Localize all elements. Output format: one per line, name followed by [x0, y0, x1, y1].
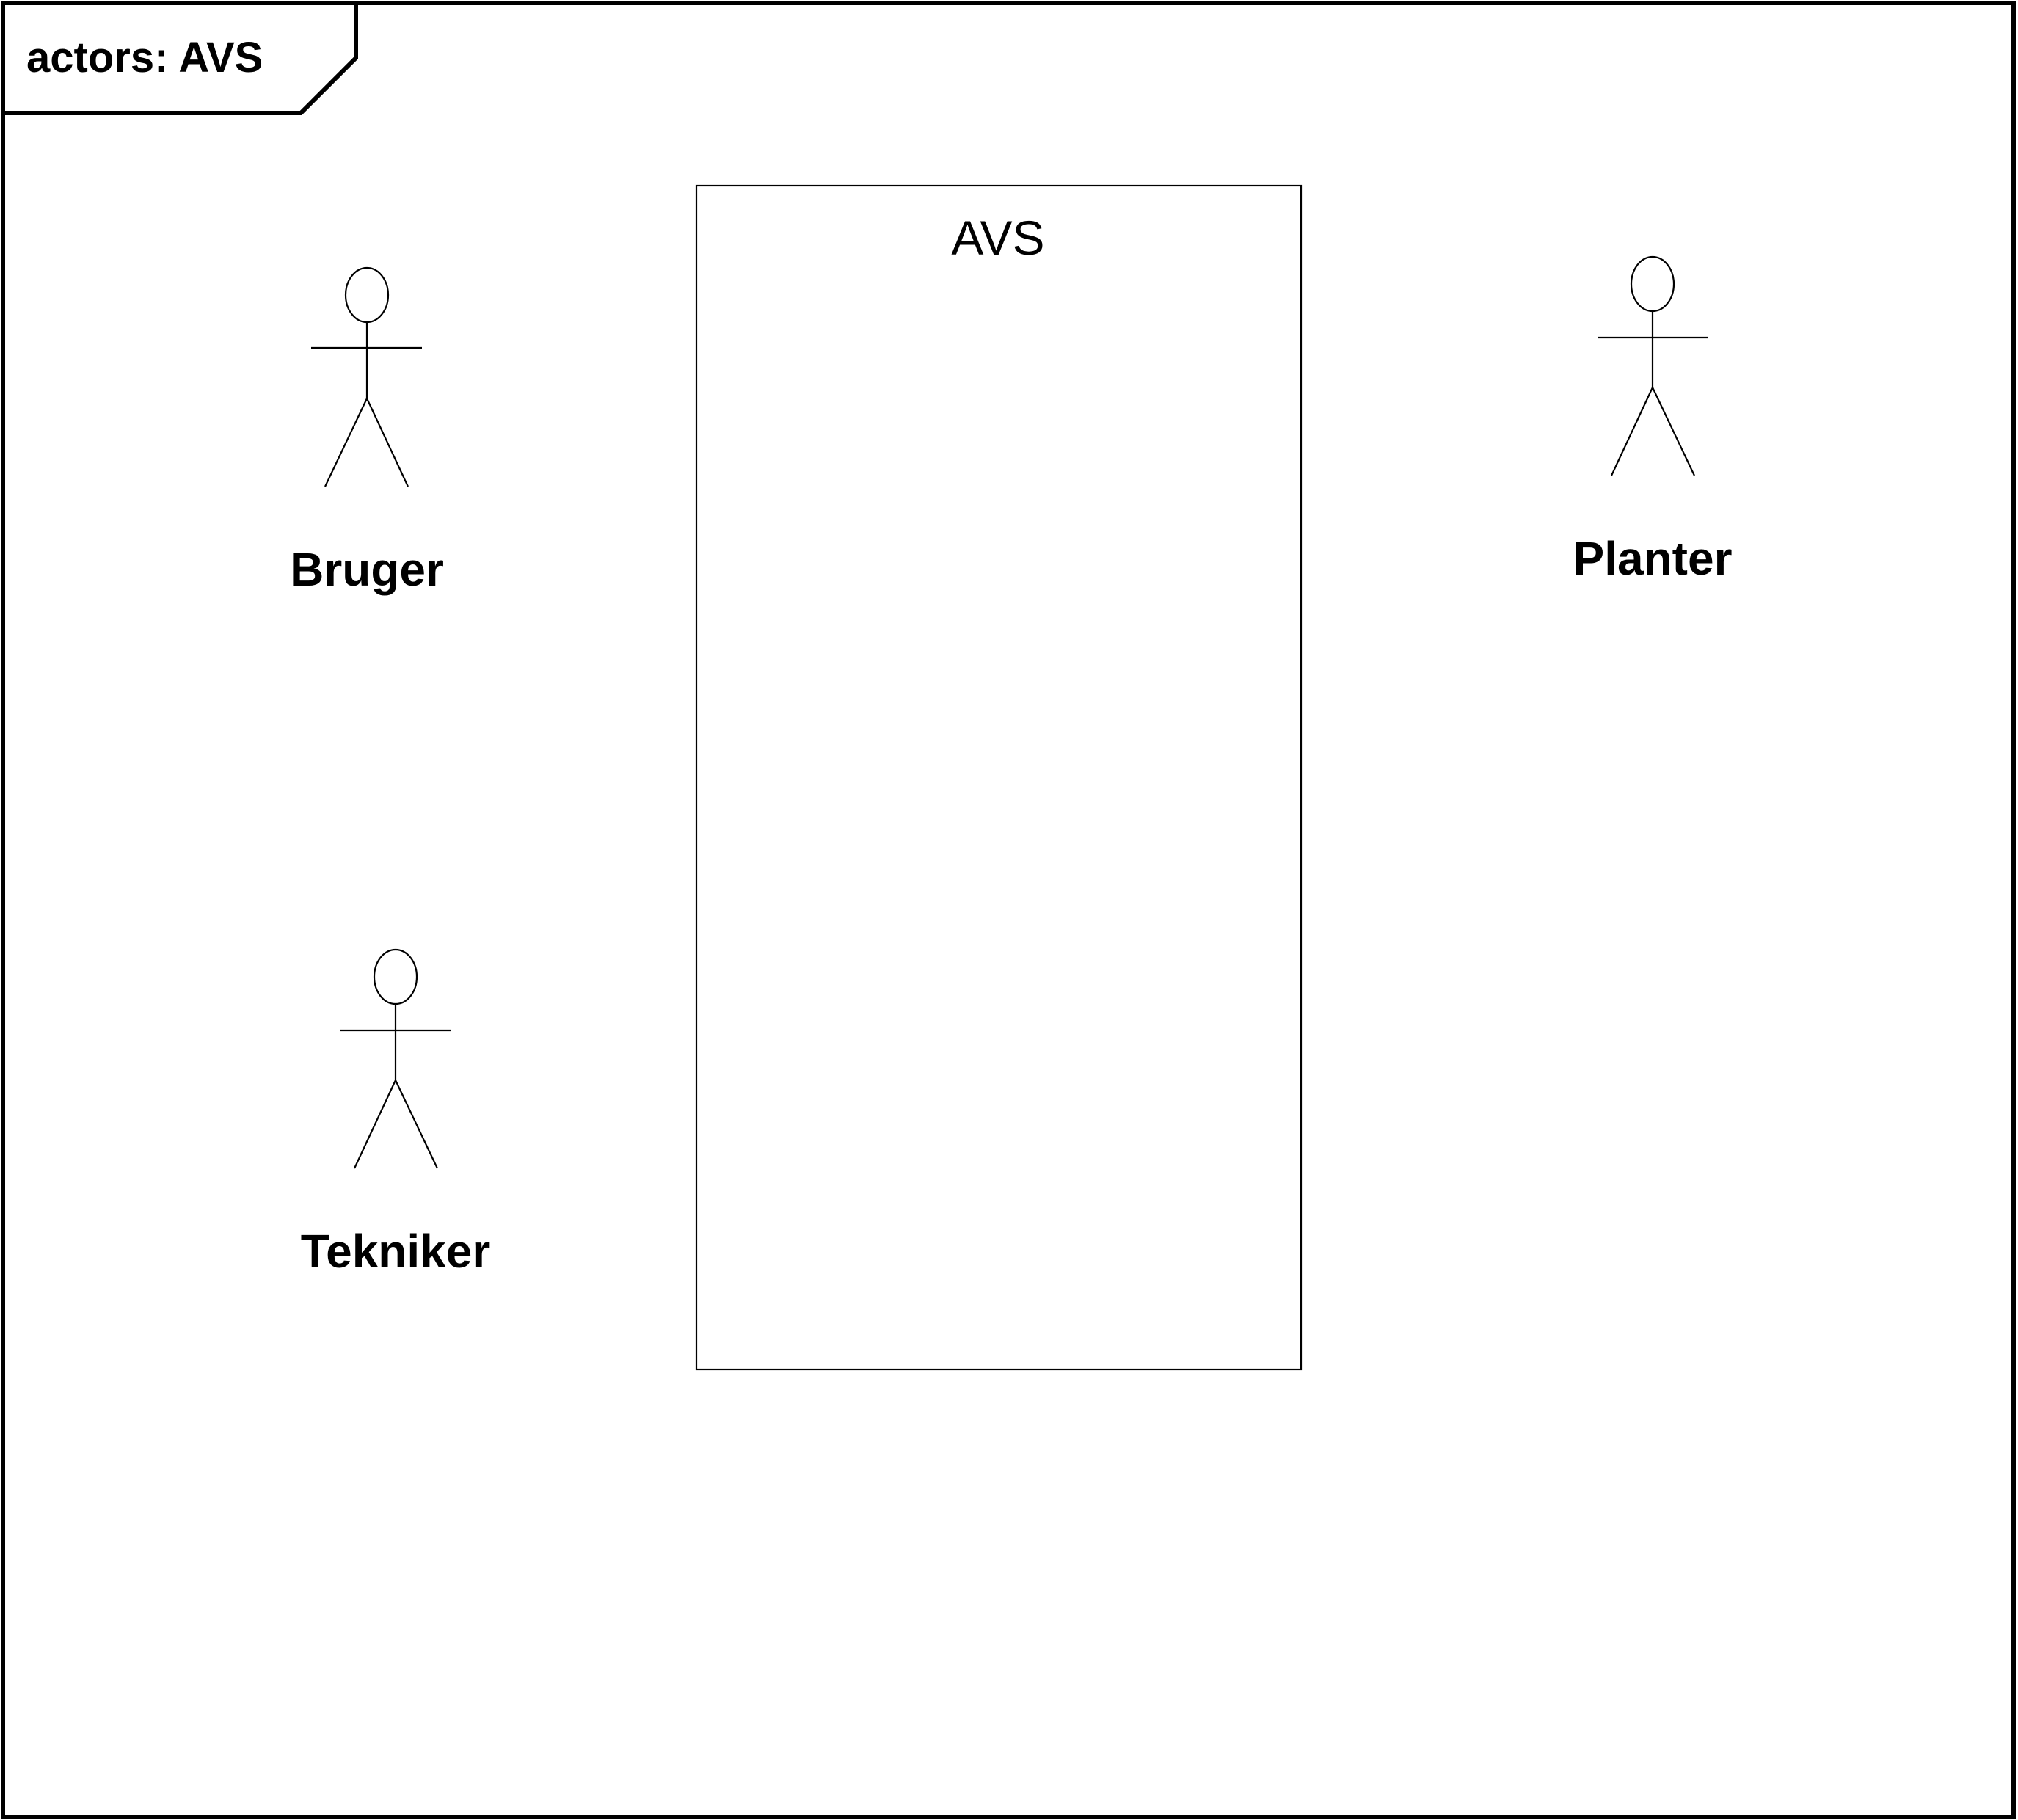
stick-figure-icon [340, 948, 451, 1169]
stick-figure-icon [1598, 255, 1708, 476]
actor-label-tekniker: Tekniker [301, 1225, 491, 1278]
system-boundary-title: AVS [951, 211, 1044, 265]
stick-figure-icon [311, 266, 422, 487]
actor-label-planter: Planter [1573, 532, 1733, 585]
actor-label-bruger: Bruger [290, 543, 444, 596]
frame-title: actors: AVS [26, 34, 263, 81]
system-boundary [695, 184, 1303, 1371]
frame-title-tab [3, 3, 358, 115]
actor-bruger[interactable]: Bruger [290, 266, 444, 596]
actor-tekniker[interactable]: Tekniker [301, 948, 491, 1278]
actor-planter[interactable]: Planter [1573, 255, 1733, 585]
